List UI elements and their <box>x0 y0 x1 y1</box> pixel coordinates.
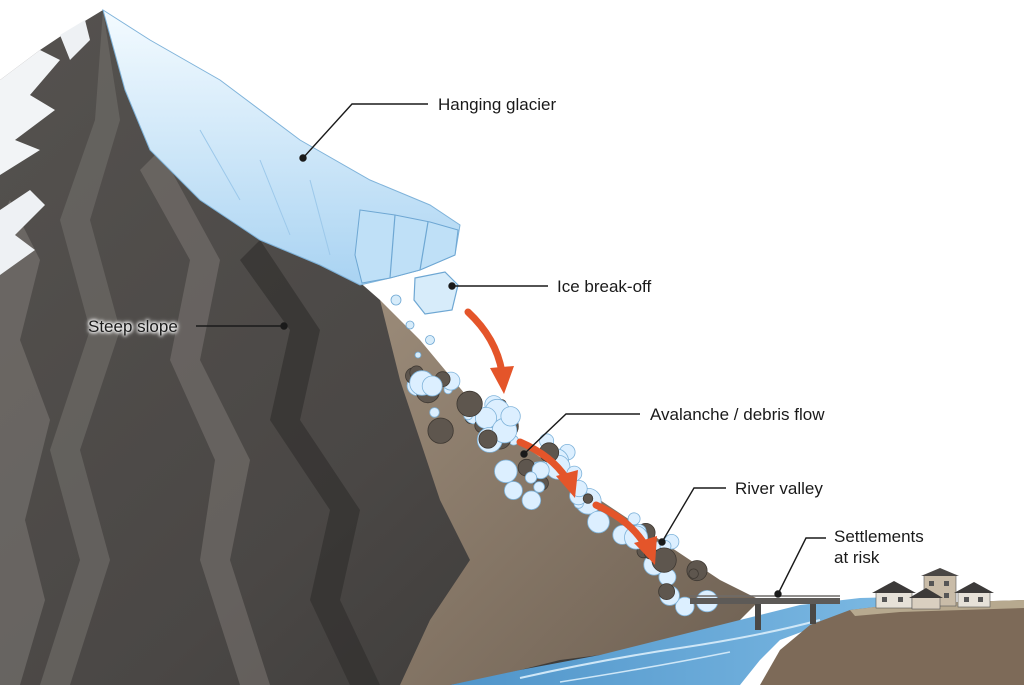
rock-boulder <box>427 417 454 444</box>
ice-boulder <box>494 459 518 484</box>
label-steep-slope: Steep slope <box>88 317 178 336</box>
rock-boulder <box>688 568 699 579</box>
ice-fragment <box>414 351 422 359</box>
rock-ridge <box>40 10 120 685</box>
ice-boulder <box>533 481 545 493</box>
ice-boulder <box>675 596 695 617</box>
hanging-glacier <box>102 8 461 286</box>
ice-fragment <box>425 335 435 345</box>
glacier-crack <box>419 221 429 271</box>
ice-boulder <box>587 510 610 534</box>
snow-patch <box>60 20 90 60</box>
label-settlements-line1: Settlements <box>834 527 924 546</box>
river-highlight <box>559 651 731 683</box>
glacier-face <box>354 209 459 284</box>
leader-dot <box>658 538 666 546</box>
leader-lines <box>196 103 826 598</box>
leader-settlements <box>777 537 826 595</box>
leader-dot <box>448 282 456 290</box>
glacier-crack <box>309 179 331 256</box>
leader-avalanche <box>523 413 640 455</box>
bridge-pier <box>755 604 761 630</box>
glacier-crack <box>199 129 241 201</box>
leader-dot <box>774 590 782 598</box>
houses <box>872 568 994 610</box>
bridge-deck <box>690 598 840 604</box>
rock-boulder <box>456 390 483 417</box>
flow-arrows <box>464 308 657 565</box>
snow-patch <box>0 190 45 275</box>
flow-arrow-head <box>556 470 578 498</box>
leader-dot <box>280 322 288 330</box>
ice-boulder <box>524 471 538 484</box>
house <box>872 581 916 609</box>
ice-boulder <box>504 481 523 500</box>
bridge-pier <box>810 604 816 624</box>
label-ice-break-off: Ice break-off <box>557 277 652 296</box>
ice-boulder <box>421 375 443 397</box>
glacier-crack <box>389 214 396 279</box>
ice-block <box>390 271 459 359</box>
flow-arrow-head <box>490 366 514 394</box>
leader-river-valley <box>661 487 726 543</box>
label-hanging-glacier: Hanging glacier <box>438 95 557 114</box>
rock-boulder <box>478 429 498 449</box>
leader-dot <box>299 154 307 162</box>
rock-ridge <box>140 150 270 685</box>
snow-patch <box>0 50 60 175</box>
leader-dot <box>520 450 528 458</box>
glacier-crack <box>259 159 291 236</box>
river-highlight <box>519 619 821 679</box>
ice-fragment <box>405 320 415 330</box>
river-bank <box>760 600 1024 685</box>
bridge <box>690 595 840 630</box>
ice-boulder <box>531 461 550 480</box>
ice-boulder <box>521 490 542 511</box>
leader-hanging-glacier <box>302 103 428 159</box>
rock-boulder <box>658 583 675 600</box>
ice-boulder <box>429 407 440 418</box>
house <box>909 588 943 610</box>
ice-boulder <box>627 512 641 526</box>
flow-arrow <box>592 501 649 549</box>
label-settlements-line2: at risk <box>834 548 880 567</box>
flow-arrow <box>464 308 506 376</box>
ice-fragment <box>390 294 402 306</box>
rock-ridge <box>240 240 380 685</box>
label-avalanche: Avalanche / debris flow <box>650 405 825 424</box>
rock-boulder <box>582 493 594 504</box>
house <box>954 582 994 608</box>
river <box>450 597 900 685</box>
flow-arrow-head <box>634 536 657 565</box>
ice-block-shape <box>413 271 459 315</box>
rock-ridge <box>0 200 50 685</box>
label-river-valley: River valley <box>735 479 823 498</box>
ice-boulder <box>500 406 521 427</box>
